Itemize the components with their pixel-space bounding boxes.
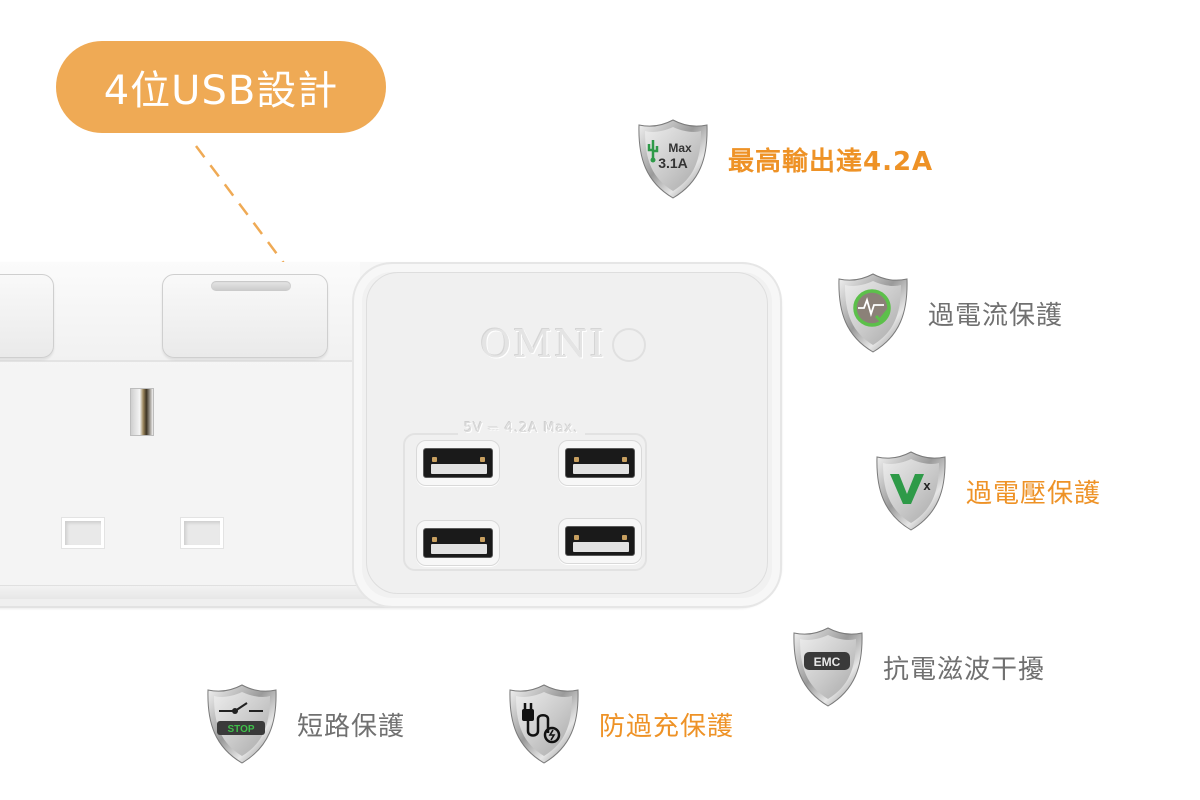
usb-port-2: [558, 440, 642, 486]
feature-short-circuit: STOP 短路保護: [205, 683, 405, 765]
socket-live-slot: [62, 518, 104, 548]
plug-lightning-shield-icon: [507, 683, 581, 765]
usb-design-callout: 4位USB設計: [56, 41, 386, 133]
usb-rating-text: 5V ⎓ 4.2A Max.: [458, 421, 585, 436]
feature-label: 防過充保護: [599, 711, 735, 742]
feature-emc: EMC 抗電滋波干擾: [791, 626, 1045, 708]
usb-port-1: [416, 440, 500, 486]
feature-label: 過電流保護: [928, 300, 1064, 331]
feature-label: 短路保護: [297, 711, 406, 742]
usb-port-3: [416, 520, 500, 566]
stop-switch-shield-icon: STOP: [205, 683, 279, 765]
svg-text:EMC: EMC: [814, 655, 841, 669]
svg-text:3.1A: 3.1A: [658, 155, 688, 171]
socket-earth-slot: [130, 388, 154, 436]
brand-flower-icon: [612, 328, 646, 362]
socket-faceplate: [0, 365, 360, 585]
power-switch: [162, 274, 328, 358]
svg-text:Max: Max: [668, 141, 692, 155]
socket-neutral-slot: [181, 518, 223, 548]
brand-logo: OMNI: [480, 322, 607, 366]
power-switch-left: [0, 274, 54, 358]
usb-max-shield-icon: Max 3.1A: [636, 118, 710, 200]
usb-port-4: [558, 518, 642, 564]
svg-text:STOP: STOP: [227, 724, 254, 735]
feature-max-output: Max 3.1A 最高輸出達4.2A: [636, 118, 933, 200]
voltage-shield-icon: x: [874, 450, 948, 532]
feature-over-voltage: x 過電壓保護: [874, 450, 1101, 532]
heartbeat-check-shield-icon: [836, 272, 910, 354]
feature-label: 抗電滋波干擾: [883, 654, 1046, 685]
switch-indicator-light: [211, 281, 291, 291]
feature-over-current: 過電流保護: [836, 272, 1063, 354]
feature-label: 最高輸出達4.2A: [728, 146, 934, 177]
svg-text:x: x: [923, 478, 931, 493]
feature-label: 過電壓保護: [966, 478, 1102, 509]
emc-shield-icon: EMC: [791, 626, 865, 708]
feature-overcharge: 防過充保護: [507, 683, 734, 765]
